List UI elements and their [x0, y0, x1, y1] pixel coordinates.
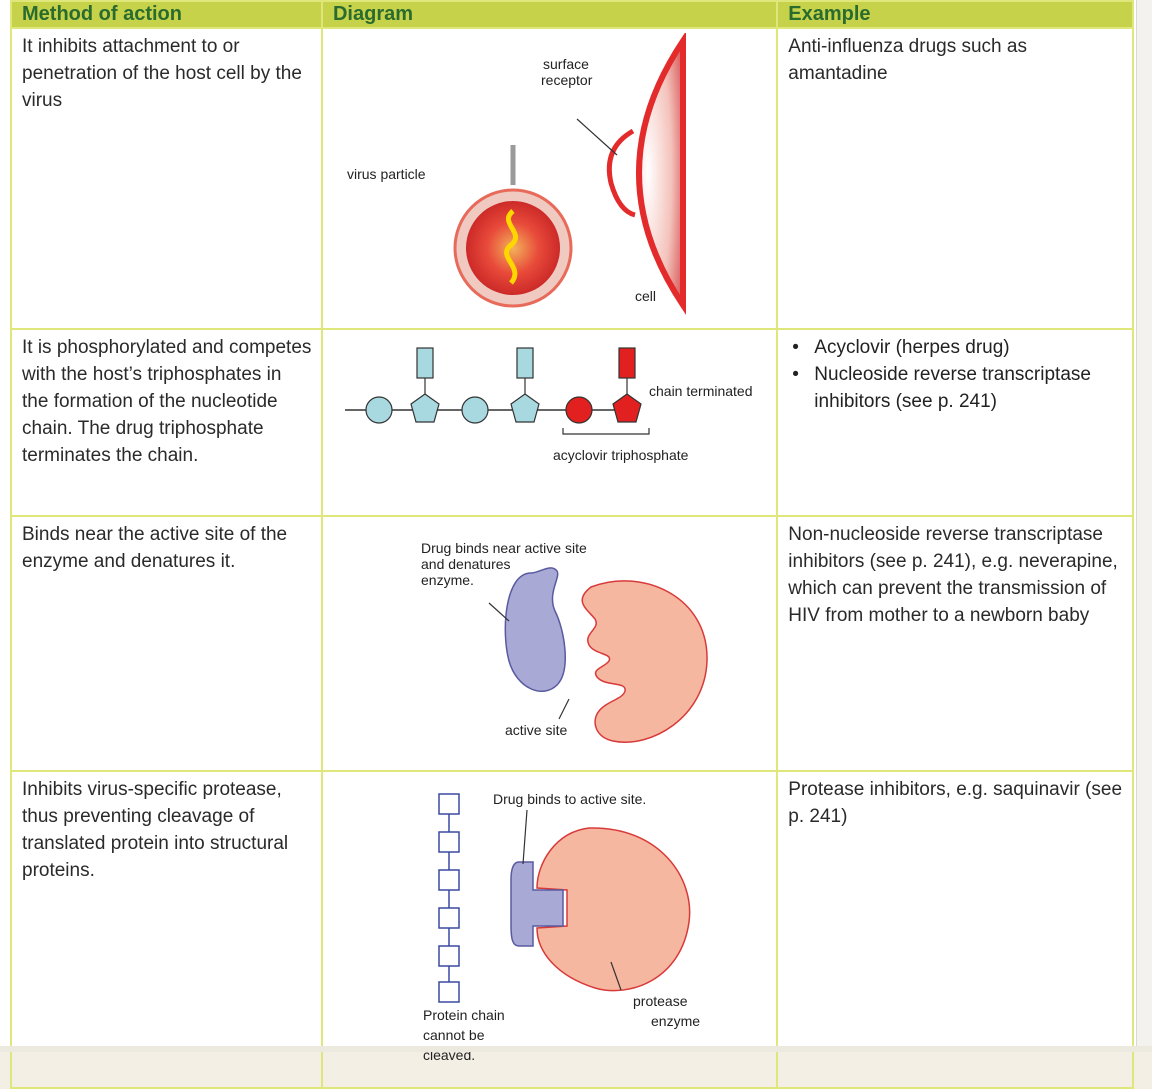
example-text: Non-nucleoside reverse transcriptase inh… [788, 524, 1118, 626]
acyclovir-label: acyclovir triphosphate [553, 447, 689, 463]
diagram-cell: chain terminated acyclovir triphosphate [320, 328, 779, 517]
protease-label-1: protease [633, 993, 688, 1009]
nucleotide-circle [461, 396, 489, 424]
table-row: It inhibits attachment to or penetration… [10, 27, 1134, 330]
antiviral-table: Method of action Diagram Example It inhi… [10, 0, 1134, 1089]
method-cell: Binds near the active site of the enzyme… [10, 515, 323, 772]
drug-pentagon [612, 393, 642, 423]
method-text: It inhibits attachment to or penetration… [22, 36, 302, 111]
table-row: Inhibits virus-specific protease, thus p… [10, 770, 1134, 1089]
drug-circle [565, 396, 593, 424]
method-text: Inhibits virus-specific protease, thus p… [22, 779, 289, 881]
protease-diagram: Drug binds to active site. Protein chain… [423, 791, 700, 1063]
nucleotide-pentagon [410, 393, 440, 423]
chain-terminated-label: chain terminated [649, 383, 753, 399]
diagram-cell: surface receptor virus particle cell [320, 27, 779, 330]
example-text: Protease inhibitors, e.g. saquinavir (se… [788, 779, 1123, 827]
protein-chain-label-2: cannot be [423, 1027, 485, 1043]
nucleotide-circle [365, 396, 393, 424]
list-item: Nucleoside reverse transcriptase inhibit… [788, 361, 1124, 415]
nucleotide-base [516, 347, 534, 379]
diagram-cell: Drug binds to active site. Protein chain… [320, 770, 779, 1089]
drug-binds-label: Drug binds to active site. [493, 791, 646, 807]
enzyme-shape [581, 580, 708, 743]
method-text: Binds near the active site of the enzyme… [22, 524, 288, 572]
example-cell: Acyclovir (herpes drug) Nucleoside rever… [776, 328, 1134, 517]
header-method: Method of action [10, 0, 323, 29]
table-row: Binds near the active site of the enzyme… [10, 515, 1134, 772]
header-example: Example [776, 0, 1134, 29]
nucleotide-base [416, 347, 434, 379]
active-site-label: active site [505, 722, 567, 738]
method-text: It is phosphorylated and competes with t… [22, 337, 312, 466]
method-cell: Inhibits virus-specific protease, thus p… [10, 770, 323, 1089]
example-text: Anti-influenza drugs such as amantadine [788, 36, 1027, 84]
cell-label: cell [635, 288, 656, 304]
method-cell: It is phosphorylated and competes with t… [10, 328, 323, 517]
example-cell: Non-nucleoside reverse transcriptase inh… [776, 515, 1134, 772]
virus-attachment-diagram: surface receptor virus particle cell [347, 31, 686, 315]
list-item: Acyclovir (herpes drug) [788, 334, 1124, 361]
table-row: It is phosphorylated and competes with t… [10, 328, 1134, 517]
method-cell: It inhibits attachment to or penetration… [10, 27, 323, 330]
enzyme-denature-diagram: Drug binds near active site and denature… [421, 540, 708, 743]
nucleotide-chain-diagram: chain terminated acyclovir triphosphate [344, 347, 753, 463]
virus-particle-label: virus particle [347, 166, 426, 182]
bottom-edge [0, 1046, 1152, 1052]
drug-molecule-shape [510, 861, 564, 947]
surface-receptor-shape [606, 128, 636, 218]
receptor-label-1: surface [543, 56, 589, 72]
header-diagram: Diagram [320, 0, 779, 29]
drug-label-2: and denatures [421, 556, 511, 572]
receptor-label-2: receptor [541, 72, 593, 88]
example-list: Acyclovir (herpes drug) Nucleoside rever… [788, 334, 1124, 415]
drug-base [618, 347, 636, 379]
drug-label-3: enzyme. [421, 572, 474, 588]
protein-chain [438, 793, 460, 1003]
protease-label-2: enzyme [651, 1013, 700, 1029]
host-cell-shape [635, 31, 686, 315]
protease-enzyme-shape [536, 827, 691, 992]
drug-label-1: Drug binds near active site [421, 540, 587, 556]
example-cell: Protease inhibitors, e.g. saquinavir (se… [776, 770, 1134, 1089]
drug-molecule-shape [504, 567, 566, 692]
table-header-row: Method of action Diagram Example [10, 0, 1134, 29]
diagram-cell: Drug binds near active site and denature… [320, 515, 779, 772]
nucleotide-pentagon [510, 393, 540, 423]
example-cell: Anti-influenza drugs such as amantadine [776, 27, 1134, 330]
scrollbar-track[interactable] [1136, 0, 1152, 1052]
protein-chain-label-1: Protein chain [423, 1007, 505, 1023]
